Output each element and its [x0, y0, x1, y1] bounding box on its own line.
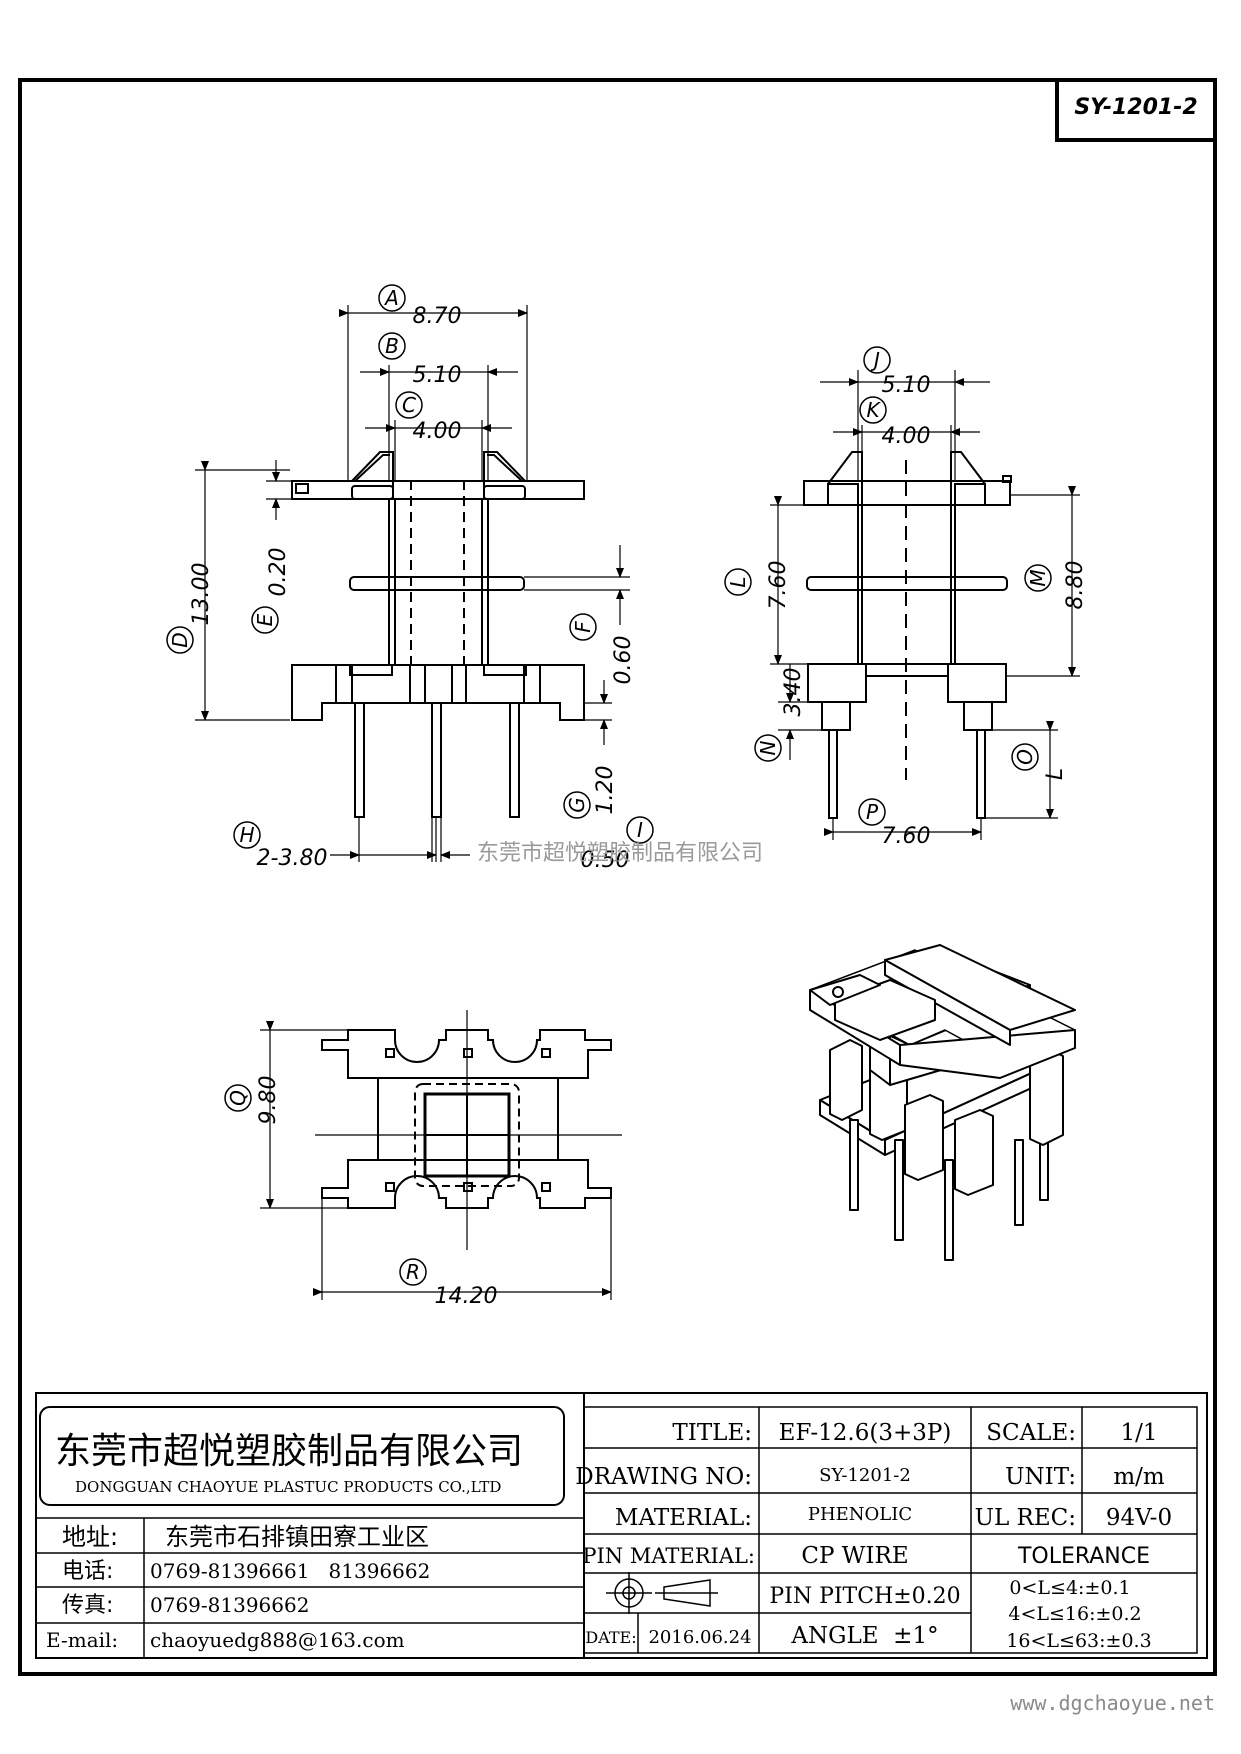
angle: ANGLE ±1° [790, 1623, 938, 1649]
dim-D-value: 13.00 [189, 563, 214, 626]
front-view [291, 451, 585, 818]
dim-M-value: 8.80 [1063, 561, 1088, 610]
phone-value: 0769-81396661 81396662 [150, 1559, 430, 1583]
dim-E-value: 0.20 [266, 548, 291, 597]
tolerance-2: 4<L≤16:±0.2 [1008, 1603, 1141, 1625]
dim-G-letter: G [565, 797, 589, 813]
dim-C-letter: C [402, 393, 416, 417]
side-dimension-lines [770, 370, 1080, 840]
projection-symbol-icon [606, 1572, 718, 1614]
dim-B-value: 5.10 [413, 363, 462, 388]
dim-D-letter: D [168, 632, 192, 647]
dim-K-letter: K [866, 398, 881, 422]
dim-G-value: 1.20 [593, 766, 618, 815]
dim-F-letter: F [571, 621, 595, 633]
dim-O-letter: O [1013, 749, 1037, 765]
dim-L-letter: L [726, 576, 750, 587]
dim-J-value: 5.10 [882, 373, 931, 398]
title-block-text: 东莞市超悦塑胶制品有限公司 DONGGUAN CHAOYUE PLASTUC P… [46, 1420, 1172, 1652]
dim-P-value: 7.60 [882, 824, 931, 849]
dim-O-value: L [1043, 768, 1068, 780]
dim-N-value: 3.40 [781, 668, 806, 717]
dim-E-letter: E [253, 613, 277, 626]
dim-R-letter: R [406, 1260, 420, 1284]
dim-C-value: 4.00 [413, 419, 462, 444]
dim-Q-letter: Q [226, 1090, 250, 1106]
email-label: E-mail: [46, 1628, 118, 1652]
title-block [35, 1392, 1208, 1659]
dim-R-value: 14.20 [435, 1284, 498, 1309]
unit-label: UNIT: [1005, 1464, 1076, 1490]
side-view [803, 451, 1012, 819]
pin-material-value: CP WIRE [801, 1543, 908, 1569]
company-name-en: DONGGUAN CHAOYUE PLASTUC PRODUCTS CO.,LT… [75, 1478, 501, 1496]
dim-K-value: 4.00 [882, 424, 931, 449]
fax-value: 0769-81396662 [150, 1593, 309, 1617]
dim-I-letter: I [637, 818, 643, 842]
sheet-border [18, 78, 1217, 1676]
address-label: 地址: [62, 1523, 118, 1551]
pin-material-label: PIN MATERIAL: [582, 1544, 755, 1568]
tolerance-1: 0<L≤4:±0.1 [1009, 1577, 1130, 1599]
dim-L-value: 7.60 [766, 561, 791, 610]
dim-J-letter: J [870, 348, 880, 372]
dim-M-letter: M [1026, 569, 1050, 586]
bottom-view [315, 1010, 622, 1250]
drawing-number-label: SY-1201-2 [1074, 95, 1197, 120]
material-label: MATERIAL: [615, 1505, 752, 1531]
dim-B-letter: B [385, 334, 399, 358]
dim-H-value: 2-3.80 [257, 846, 328, 871]
dim-Q-value: 9.80 [256, 1076, 281, 1125]
dim-F-value: 0.60 [611, 636, 636, 685]
bottom-dimension-lines [260, 1021, 612, 1300]
unit-value: m/m [1113, 1464, 1165, 1490]
tolerance-3: 16<L≤63:±0.3 [1006, 1630, 1151, 1652]
phone-label: 电话: [62, 1559, 113, 1584]
material-value: PHENOLIC [808, 1504, 912, 1525]
dim-A-value: 8.70 [413, 304, 462, 329]
fax-label: 传真: [62, 1593, 113, 1618]
drawing-number-box [1055, 78, 1217, 142]
tolerance-label: TOLERANCE [1017, 1544, 1150, 1569]
dim-N-letter: N [756, 740, 780, 755]
title-label: TITLE: [672, 1420, 752, 1446]
date-label: DATE: [585, 1628, 636, 1647]
ul-value: 94V-0 [1106, 1505, 1172, 1531]
dim-I-value: 0.50 [581, 848, 630, 873]
company-name-cn: 东莞市超悦塑胶制品有限公司 [55, 1431, 523, 1472]
drawing-no-label: DRAWING NO: [575, 1464, 752, 1490]
watermark-company: 东莞市超悦塑胶制品有限公司 [477, 841, 763, 866]
scale-value: 1/1 [1120, 1420, 1157, 1446]
dimension-labels: A 8.70 B 5.10 C 4.00 D 13.00 E 0.20 F 0.… [166, 284, 1088, 1309]
drawing-no-value: SY-1201-2 [819, 1465, 911, 1486]
date-value: 2016.06.24 [648, 1627, 751, 1648]
email-value: chaoyuedg888@163.com [150, 1628, 405, 1652]
isometric-view [809, 944, 1076, 1261]
address-value: 东莞市石排镇田寮工业区 [165, 1523, 429, 1551]
title-value: EF-12.6(3+3P) [779, 1420, 952, 1446]
dim-H-letter: H [239, 823, 254, 847]
pin-pitch: PIN PITCH±0.20 [769, 1584, 960, 1609]
watermark-url: www.dgchaoyue.net [1010, 1691, 1215, 1715]
dim-P-letter: P [866, 800, 879, 824]
ul-label: UL REC: [975, 1505, 1076, 1531]
dim-A-letter: A [383, 286, 399, 310]
scale-label: SCALE: [986, 1420, 1076, 1446]
front-dimension-lines [195, 305, 630, 862]
